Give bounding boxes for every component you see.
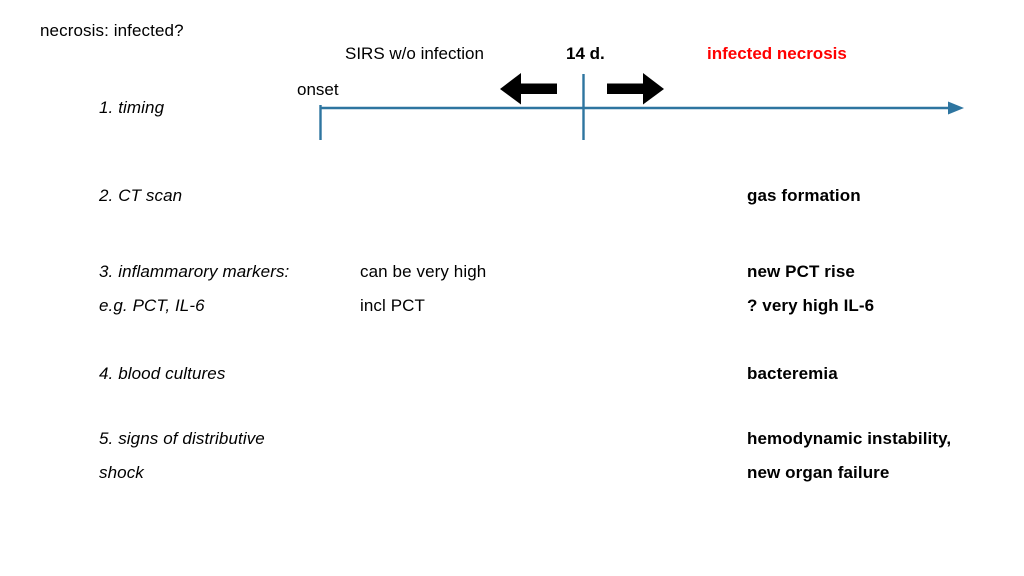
criterion-3-inflammatory-markers: 3. inflammarory markers: [99,262,290,281]
timeline-label-14d: 14 d. [566,44,605,63]
criterion-5-shock-continued: shock [99,463,144,482]
finding-very-high-il6: ? very high IL-6 [747,296,875,315]
sirs-marker-incl-pct: incl PCT [360,296,426,315]
criterion-4-blood-cultures: 4. blood cultures [99,364,226,383]
finding-gas-formation: gas formation [747,186,861,205]
right-arrow-icon [607,73,664,105]
criterion-2-ct-scan: 2. CT scan [99,186,183,205]
page-title: necrosis: infected? [40,21,184,40]
left-arrow-icon [500,73,557,105]
criterion-1-timing: 1. timing [99,98,165,117]
criterion-5-distributive-shock: 5. signs of distributive [99,429,265,448]
timeline-label-onset: onset [297,80,339,99]
finding-hemodynamic-instability: hemodynamic instability, [747,429,952,448]
sirs-marker-level: can be very high [360,262,487,281]
criterion-3-examples: e.g. PCT, IL-6 [99,296,205,315]
timeline-label-infected-necrosis: infected necrosis [707,44,847,63]
finding-new-pct-rise: new PCT rise [747,262,855,281]
finding-bacteremia: bacteremia [747,364,838,383]
timeline-label-sirs: SIRS w/o infection [345,44,484,63]
finding-new-organ-failure: new organ failure [747,463,890,482]
timeline-arrow-head [948,101,964,115]
